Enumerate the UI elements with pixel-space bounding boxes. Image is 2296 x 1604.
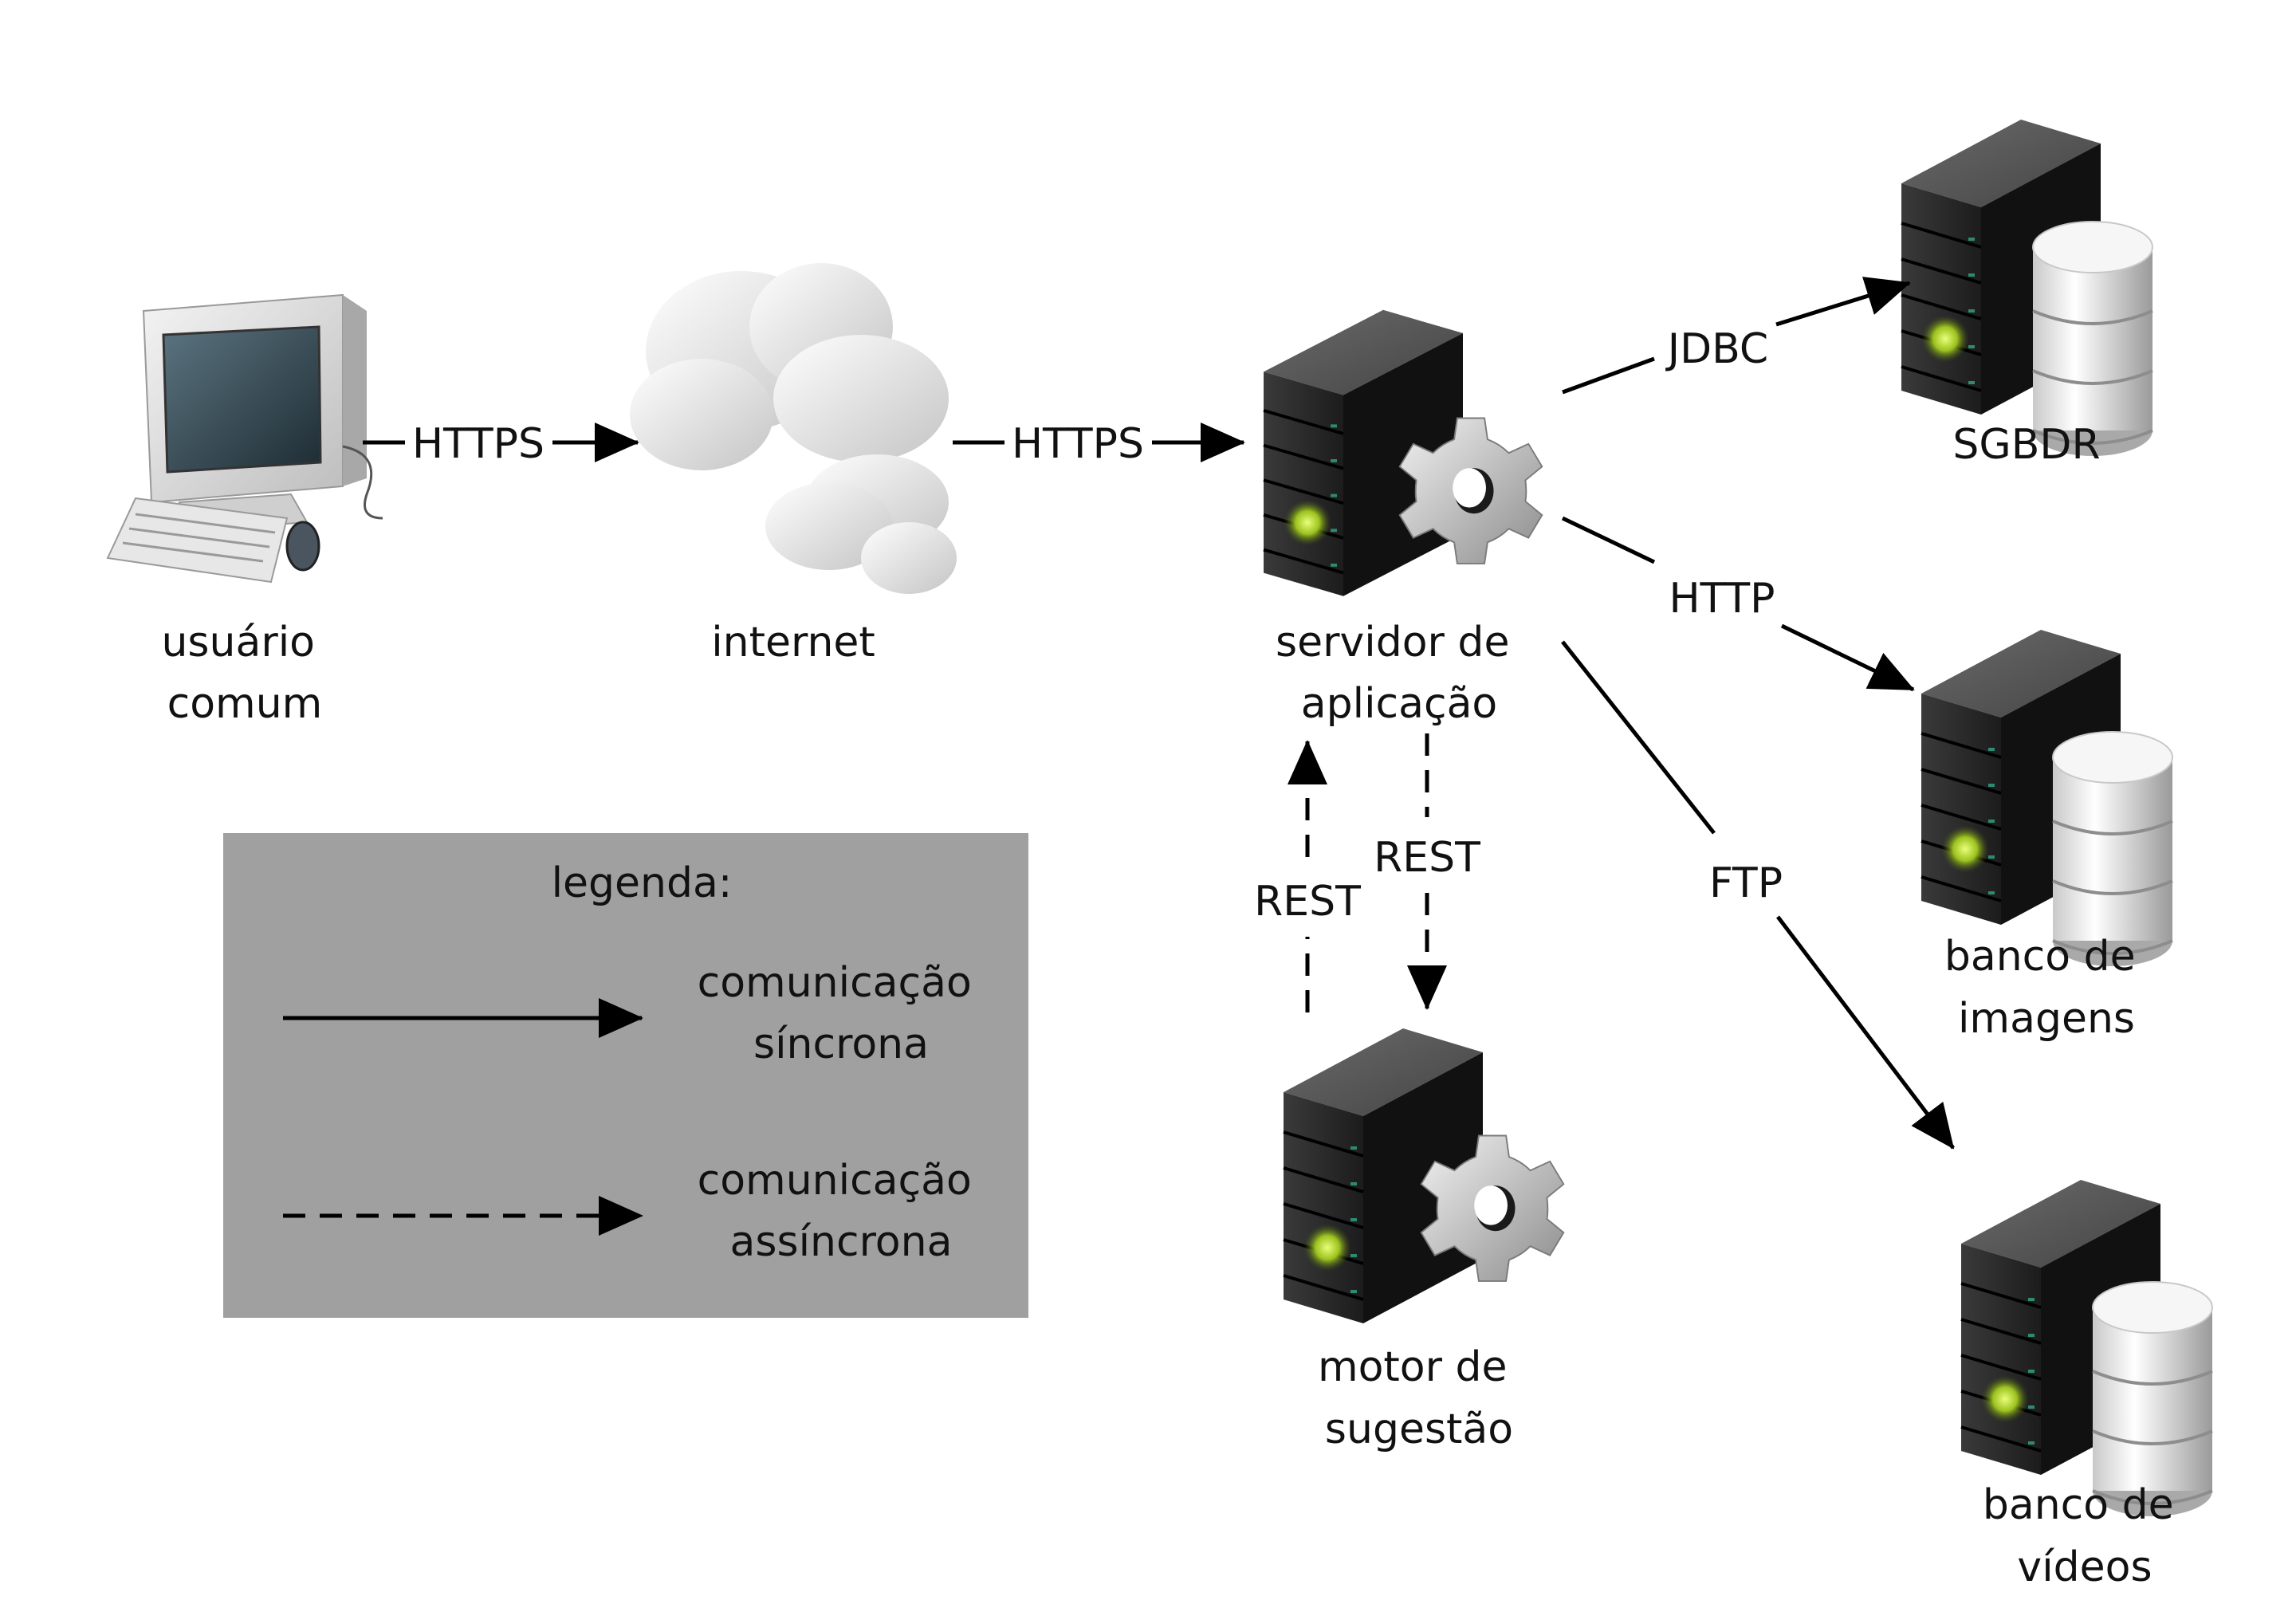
computer-icon (106, 293, 383, 584)
app-server-icon (1262, 308, 1543, 598)
legend: legenda: comunicação síncrona comunicaçã… (223, 833, 1028, 1318)
sgbdr-server-icon (1900, 118, 2154, 458)
image-db-server-icon (1920, 628, 2174, 968)
edge-label-internet-app: HTTPS (1012, 420, 1144, 468)
engine-server-icon (1282, 1027, 1565, 1325)
edge-label-app-engine: REST (1374, 834, 1480, 882)
node-label-suggestion-engine: motor de sugestão (1318, 1343, 1520, 1453)
legend-box (223, 833, 1028, 1318)
edge-app-videos (1561, 640, 1955, 1150)
database-icon (2051, 730, 2174, 968)
legend-async-label: comunicação assíncrona (698, 1157, 985, 1266)
video-db-server-icon (1960, 1178, 2214, 1518)
edge-label-user-internet: HTTPS (412, 420, 545, 468)
edge-label-app-videos: FTP (1709, 859, 1783, 907)
legend-title: legenda: (552, 859, 733, 907)
edge-app-images (1561, 516, 1915, 692)
edge-label-app-images: HTTP (1669, 575, 1775, 623)
node-label-video-db: banco de vídeos (1983, 1481, 2187, 1591)
edge-label-app-sgbdr: JDBC (1665, 325, 1768, 373)
legend-sync-label: comunicação síncrona (698, 959, 985, 1068)
edge-app-sgbdr (1562, 277, 1911, 395)
node-label-image-db: banco de imagens (1944, 933, 2149, 1043)
node-label-app-server: servidor de aplicação (1276, 619, 1523, 728)
edge-label-engine-app: REST (1254, 878, 1361, 926)
node-label-internet: internet (711, 619, 875, 666)
node-label-user: usuário comum (161, 619, 328, 728)
cloud-icon (630, 263, 957, 594)
node-label-sgbdr: SGBDR (1952, 421, 2100, 469)
